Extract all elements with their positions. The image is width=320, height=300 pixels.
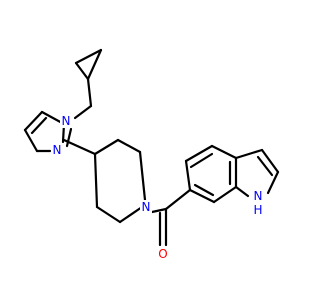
atom-o-carbonyl-label: O bbox=[158, 247, 167, 261]
piperidine-ring bbox=[93, 138, 147, 224]
methylene-linker bbox=[73, 77, 93, 120]
atom-n-piperidine-label: N bbox=[142, 200, 151, 214]
atom-n-methyl-label: N bbox=[62, 114, 71, 128]
atom-n-indole-label: N bbox=[254, 189, 263, 203]
atom-h-indole-label: H bbox=[253, 203, 262, 217]
atom-n-imine: N bbox=[51, 143, 63, 157]
atom-n-indole: N H bbox=[252, 189, 264, 217]
carbonyl-group bbox=[150, 188, 192, 247]
atom-n-imine-label: N bbox=[53, 143, 62, 157]
atom-n-piperidine: N bbox=[140, 200, 152, 214]
cyclopropyl-ring bbox=[74, 48, 103, 81]
indole-ring-system bbox=[184, 144, 280, 204]
atom-o-carbonyl: O bbox=[157, 247, 169, 261]
atom-n-methyl: N bbox=[60, 114, 72, 128]
molecule-structure: N N N O N H bbox=[23, 48, 280, 261]
